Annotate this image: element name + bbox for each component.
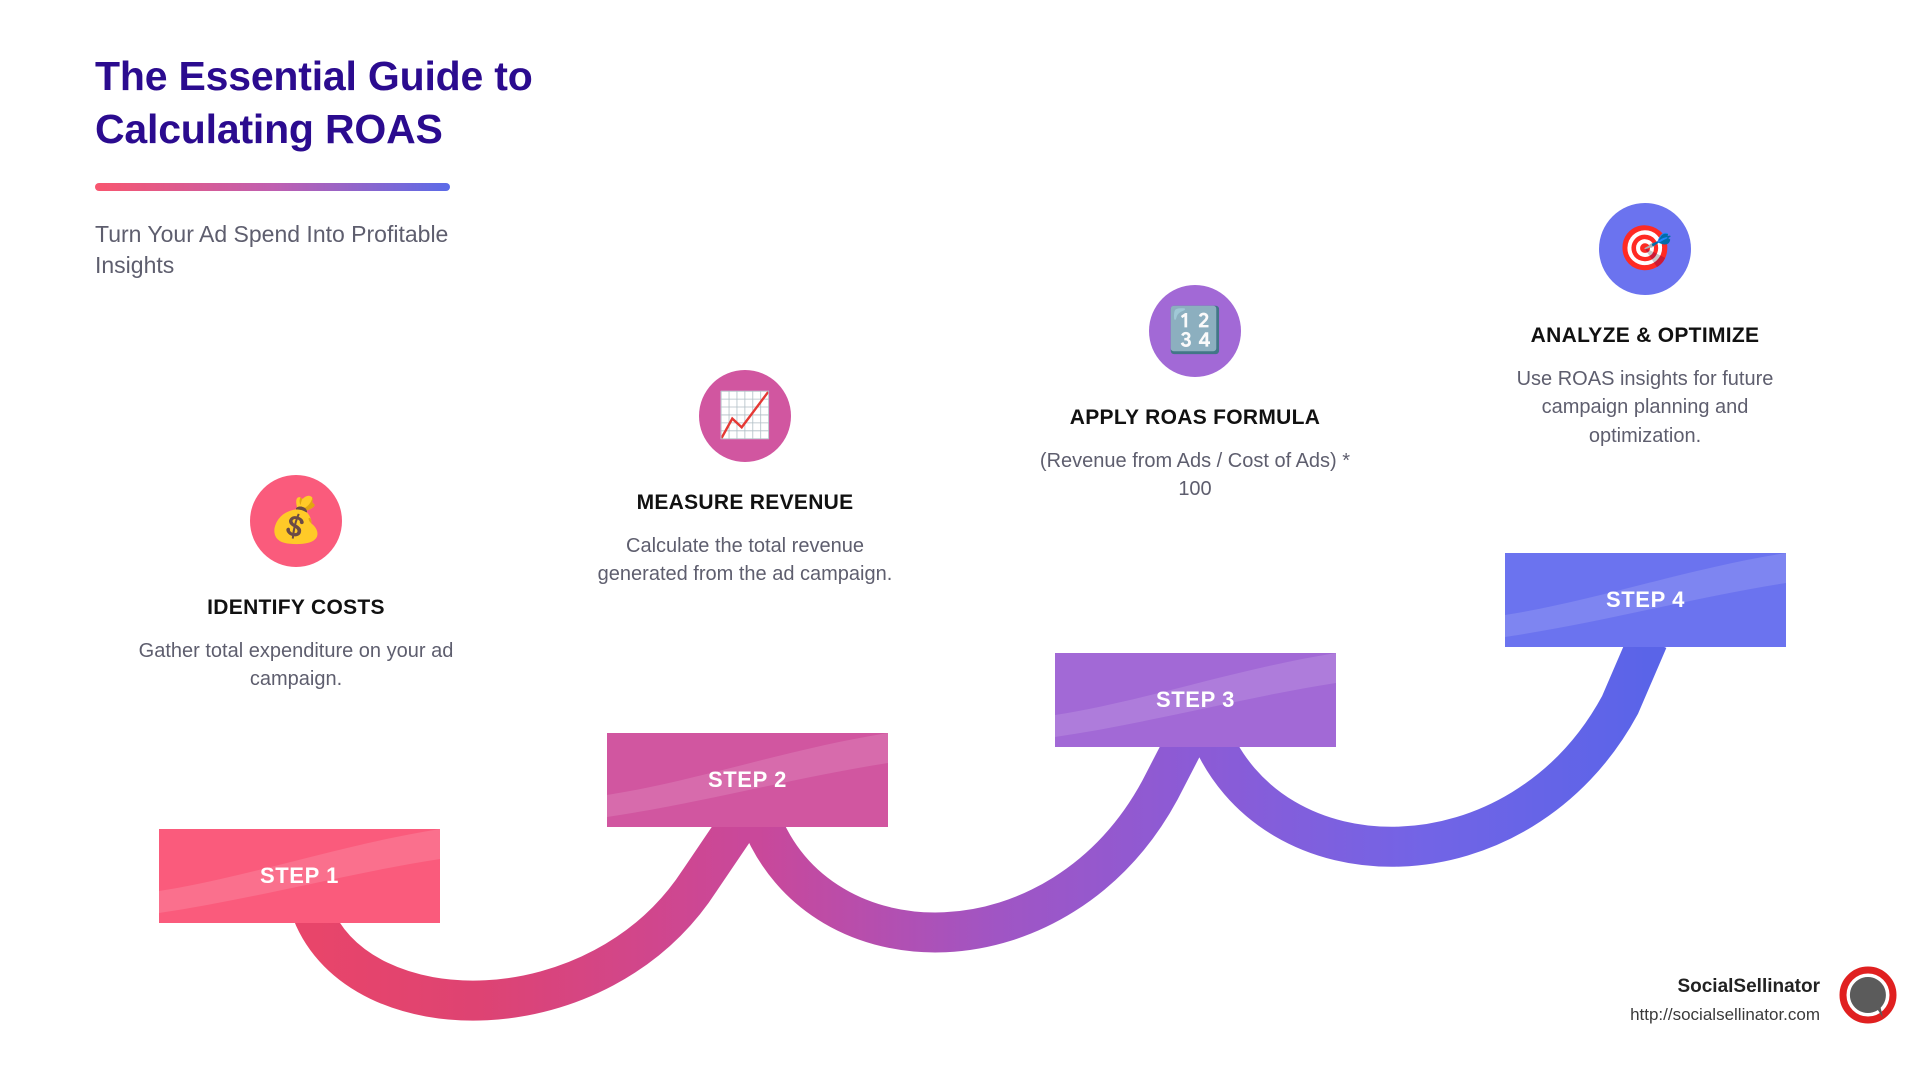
step-2-heading: MEASURE REVENUE [636, 491, 854, 514]
step-card-3: 🔢 APPLY ROAS FORMULA (Revenue from Ads /… [1035, 285, 1355, 504]
header-block: The Essential Guide to Calculating ROAS … [95, 50, 655, 281]
step-2-icon-circle: 📈 [699, 370, 791, 462]
step-2-banner[interactable]: STEP 2 [607, 733, 888, 827]
step-4-icon-circle: 🎯 [1599, 203, 1691, 295]
socialsellinator-logo-icon [1839, 966, 1897, 1024]
input-numbers-icon: 🔢 [1167, 306, 1223, 355]
page-title: The Essential Guide to Calculating ROAS [95, 50, 655, 157]
step-4-description: Use ROAS insights for future campaign pl… [1516, 368, 1774, 447]
step-3-icon-circle: 🔢 [1149, 285, 1241, 377]
step-card-2: 📈 MEASURE REVENUE Calculate the total re… [585, 370, 905, 589]
money-bag-icon: 💰 [268, 496, 324, 545]
chart-increasing-icon: 📈 [717, 391, 773, 440]
step-2-banner-label: STEP 2 [707, 767, 787, 792]
step-3-heading: APPLY ROAS FORMULA [1069, 406, 1321, 429]
step-card-4: 🎯 ANALYZE & OPTIMIZE Use ROAS insights f… [1485, 203, 1805, 450]
page-title-line-1: The Essential Guide to [95, 53, 533, 99]
page-subtitle: Turn Your Ad Spend Into Profitable Insig… [95, 220, 449, 278]
step-1-banner[interactable]: STEP 1 [159, 829, 440, 923]
step-4-heading: ANALYZE & OPTIMIZE [1530, 324, 1760, 347]
step-2-description: Calculate the total revenue generated fr… [597, 535, 893, 586]
step-card-1: 💰 IDENTIFY COSTS Gather total expenditur… [136, 475, 456, 694]
step-3-banner[interactable]: STEP 3 [1055, 653, 1336, 747]
brand-url[interactable]: http://socialsellinator.com [1630, 1005, 1820, 1024]
step-3-description: (Revenue from Ads / Cost of Ads) * 100 [1039, 450, 1351, 501]
step-3-banner-label: STEP 3 [1155, 687, 1235, 712]
brand-name: SocialSellinator [1677, 976, 1820, 997]
step-1-description: Gather total expenditure on your ad camp… [138, 640, 454, 691]
step-1-heading: IDENTIFY COSTS [207, 596, 385, 619]
step-1-icon-circle: 💰 [250, 475, 342, 567]
page-title-line-2: Calculating ROAS [95, 106, 443, 153]
step-4-banner[interactable]: STEP 4 [1505, 553, 1786, 647]
direct-hit-target-icon: 🎯 [1617, 224, 1673, 273]
step-1-banner-label: STEP 1 [259, 863, 339, 888]
brand-block: SocialSellinator http://socialsellinator… [1630, 976, 1820, 1025]
title-divider [95, 182, 450, 191]
step-4-banner-label: STEP 4 [1605, 587, 1685, 612]
